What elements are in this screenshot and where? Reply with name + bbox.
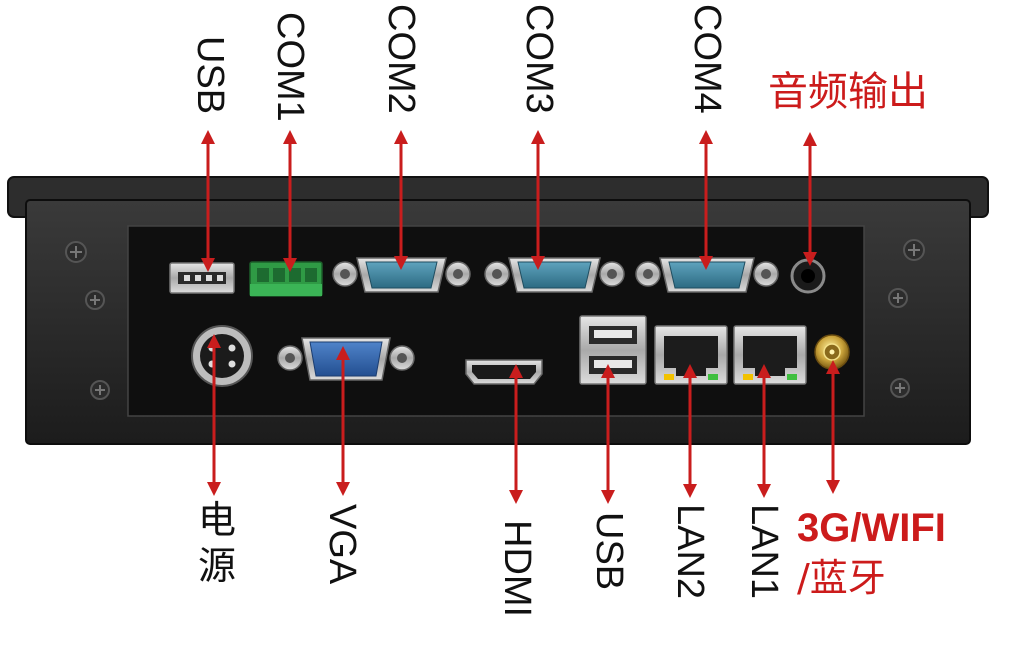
dual-usb-port [579,315,647,385]
label-com2: COM2 [380,4,422,114]
arrow-audio [803,132,817,266]
arrow-antenna [826,360,840,494]
antenna-connector [814,334,850,370]
label-power-line2: 源 [198,544,237,588]
label-usb-top: USB [189,36,231,115]
arrow-usb-bottom [601,364,615,504]
com4-db9-connector [635,257,779,293]
callout-arrows [201,130,840,504]
label-power-line1: 电 [198,498,237,542]
audio-jack [790,258,826,294]
screw-icon [85,290,105,310]
com3-db9-connector [484,257,625,293]
side-screws [65,239,925,400]
arrow-com3 [531,130,545,270]
label-vga: VGA [321,504,363,585]
io-panel [127,225,865,417]
label-com3: COM3 [518,4,560,114]
arrow-vga [336,346,350,496]
label-wireless-line1: 3G/WIFI [797,506,946,550]
screw-icon [890,378,910,398]
arrow-power [207,334,221,496]
lan2-port [654,325,728,385]
arrow-hdmi [509,364,523,504]
label-com4: COM4 [686,4,728,114]
arrow-com2 [394,130,408,270]
label-usb-bottom: USB [588,512,630,591]
device-chassis [7,176,989,445]
label-lan1: LAN1 [743,504,785,600]
label-audio-out: 音频输出 [768,69,928,115]
screw-icon [65,241,87,263]
hdmi-port [465,359,543,385]
arrow-lan2 [683,364,697,498]
com1-terminal-block [249,261,323,297]
screw-icon [903,239,925,261]
label-lan2: LAN2 [669,504,711,600]
arrow-usb-top [201,130,215,272]
lan1-port [733,325,807,385]
arrow-lan1 [757,364,771,498]
label-wireless-line2: /蓝牙 [797,556,886,600]
screw-icon [888,288,908,308]
screw-icon [90,380,110,400]
label-hdmi: HDMI [496,520,538,618]
label-com1: COM1 [269,12,311,122]
usb-port-top [169,262,235,294]
com2-db9-connector [332,257,471,293]
arrow-com1 [283,130,297,272]
arrow-com4 [699,130,713,270]
power-din-connector [191,325,253,387]
